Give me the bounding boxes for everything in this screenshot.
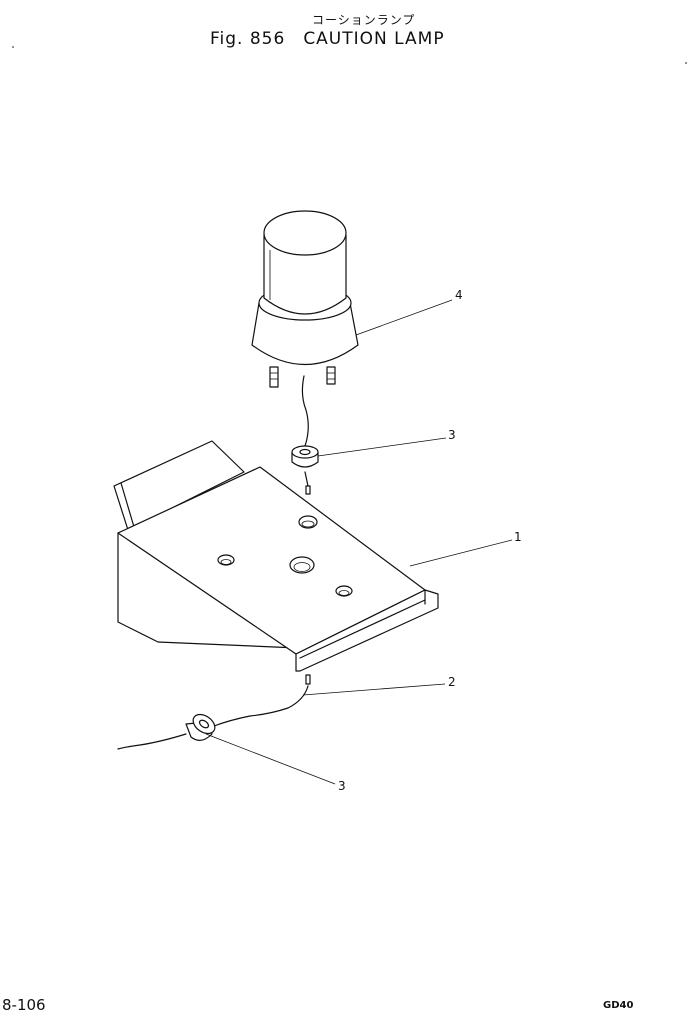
lamp-stud-left — [269, 366, 279, 388]
bracket-part — [113, 440, 439, 672]
page-number: 8-106 — [2, 996, 46, 1014]
bracket-hole-left-inner — [220, 559, 232, 565]
bracket-hole-top — [298, 515, 318, 529]
callout-number-2: 2 — [448, 675, 456, 689]
figure-number: Fig. 856 — [210, 29, 286, 49]
callout-number-1: 1 — [514, 530, 522, 544]
figure-title: Fig. 856 CAUTION LAMP — [210, 29, 445, 49]
leader-line-3-upper — [317, 437, 447, 457]
bracket-rear-plate — [113, 440, 245, 531]
harness-wire-upper — [213, 685, 309, 727]
bracket-rear-plate-edge — [120, 482, 135, 528]
wire-harness-part — [117, 674, 311, 750]
callout-number-3-lower: 3 — [338, 779, 346, 793]
callout-number-4: 4 — [455, 288, 463, 302]
lamp-lens — [263, 234, 347, 315]
lamp-base — [251, 302, 359, 366]
leader-line-4 — [355, 299, 453, 336]
bracket-hole-top-inner — [301, 520, 315, 528]
grommet-upper-cable — [304, 471, 309, 487]
bracket-hole-left — [217, 554, 235, 566]
harness-wire-lower — [117, 733, 187, 750]
figure-subtitle-jp: コーションランプ — [312, 13, 416, 27]
harness-connector — [305, 674, 311, 685]
bracket-hole-right-inner — [338, 590, 350, 596]
grommet-upper-connector — [305, 485, 311, 495]
model-code: GD40 — [603, 1000, 634, 1011]
lamp-lens-top — [263, 210, 347, 256]
lamp-stud-right — [326, 366, 336, 385]
bracket-flange-fold-line — [299, 599, 426, 659]
scan-speck — [12, 46, 14, 48]
caution-lamp-part — [251, 210, 359, 447]
bracket-hole-right — [335, 585, 353, 597]
figure-title-text: CAUTION LAMP — [303, 29, 445, 49]
grommet-lower-hole — [198, 719, 210, 729]
leader-line-1 — [409, 539, 513, 567]
lamp-cable — [301, 375, 309, 447]
bracket-hole-center — [289, 556, 315, 574]
scan-speck — [685, 62, 687, 64]
leader-line-2 — [302, 683, 446, 696]
leader-line-3-lower — [205, 733, 336, 785]
grommet-lower-part — [185, 713, 216, 741]
bracket-hole-center-inner — [293, 562, 311, 572]
callout-number-3-upper: 3 — [448, 428, 456, 442]
grommet-upper-part — [291, 445, 319, 495]
grommet-upper-hole — [299, 448, 311, 456]
